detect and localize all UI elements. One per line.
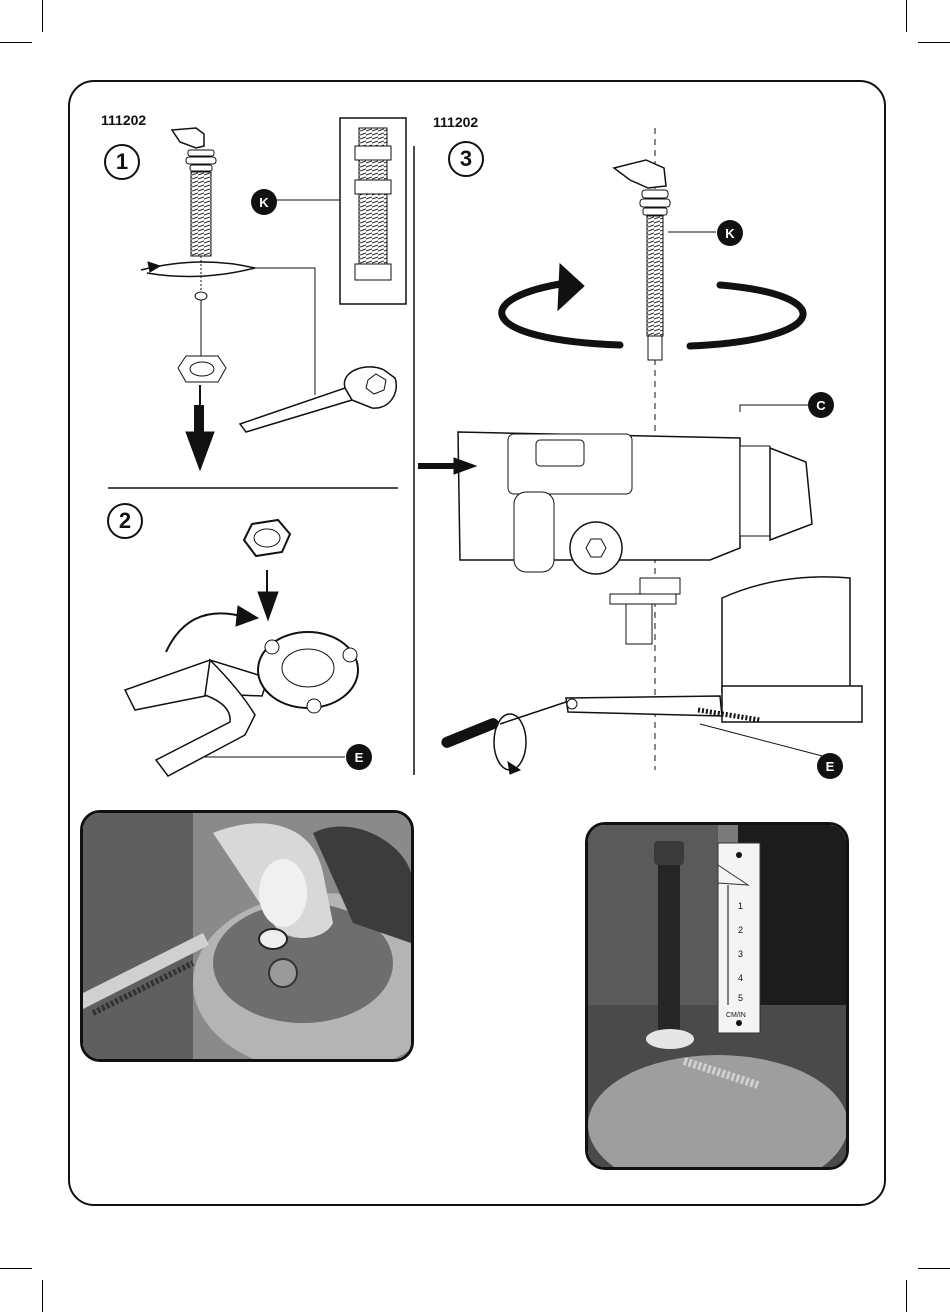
- step1-callout-k: K: [251, 189, 277, 215]
- ruler-number-5: 5: [738, 993, 743, 1003]
- step2-number: 2: [107, 503, 143, 539]
- step3-diagram: [418, 128, 862, 774]
- step3-callout-c: C: [808, 392, 834, 418]
- step2-diagram: [125, 520, 358, 776]
- step3-ref-code: 111202: [433, 114, 478, 130]
- photo-depth-ruler: 1 2 3 4 5 CM/IN: [585, 822, 849, 1170]
- ruler-number-4: 4: [738, 973, 743, 983]
- step3-callout-e: E: [817, 753, 843, 779]
- ruler-number-3: 3: [738, 949, 743, 959]
- step1-diagram: [141, 118, 406, 470]
- step1-ref-code: 111202: [101, 112, 146, 128]
- ruler-unit: CM/IN: [726, 1012, 746, 1019]
- step3-callout-k: K: [717, 220, 743, 246]
- ruler-number-2: 2: [738, 925, 743, 935]
- photo-nut-assembly: [80, 810, 414, 1062]
- step3-number: 3: [448, 141, 484, 177]
- ruler-number-1: 1: [738, 901, 743, 911]
- step2-callout-e: E: [346, 744, 372, 770]
- step1-number: 1: [104, 144, 140, 180]
